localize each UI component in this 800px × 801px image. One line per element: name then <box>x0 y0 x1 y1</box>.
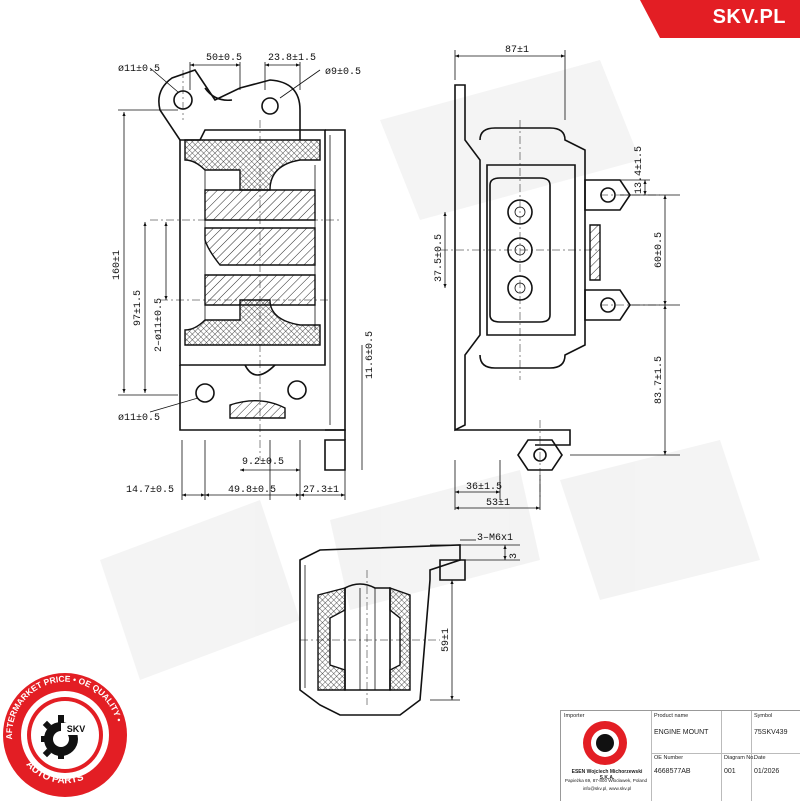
dim-top-offset: 23.8±1.5 <box>268 53 316 64</box>
dim-bottom-right: 27.3±1 <box>303 485 339 496</box>
diagram-no-label: Diagram No. <box>724 755 755 761</box>
product-name: ENGINE MOUNT <box>654 729 709 736</box>
dim-height-c: 60±0.5 <box>654 232 665 268</box>
dim-hole-top-right: ø9±0.5 <box>325 67 361 78</box>
side-view: 87±1 13.4±1.5 37.5±0.5 60±0.5 83.7±1.5 3… <box>434 45 680 510</box>
watermark-logo <box>100 60 760 680</box>
brand-banner <box>640 0 800 38</box>
top-view: 3–M6x1 3 59±1 <box>299 533 520 716</box>
dim-hole-bottom: ø11±0.5 <box>118 413 160 424</box>
dim-flange-height: 11.6±0.5 <box>365 331 376 379</box>
dim-bottom-mid: 49.8±0.5 <box>228 485 276 496</box>
dim-height-a: 13.4±1.5 <box>634 146 645 194</box>
product-name-label: Product name <box>654 713 689 719</box>
diagram-no: 001 <box>724 768 736 775</box>
company-address: Papieżka 69, 87-800 Włocławek, Poland <box>564 778 648 783</box>
oe-number: 4668577AB <box>654 768 691 775</box>
title-block-table: Importer ESEN Wojciech Michorzewski S.K.… <box>560 710 800 801</box>
symbol-label: Symbol <box>754 713 773 719</box>
dim-width-a: 36±1.5 <box>466 482 502 493</box>
dim-bottom-small: 9.2±0.5 <box>242 457 284 468</box>
dim-height-mid: 97±1.5 <box>133 290 144 326</box>
date-value: 01/2026 <box>754 768 780 775</box>
dim-height-b: 37.5±0.5 <box>434 234 445 282</box>
dim-hole-pair: 2–ø11±0.5 <box>154 298 165 352</box>
hole-top-right <box>261 97 279 115</box>
hole-bottom-right <box>287 380 307 400</box>
dim-width-top: 87±1 <box>505 45 529 56</box>
dim-hole-top-left: ø11±0.5 <box>118 64 160 75</box>
dim-small: 3 <box>509 553 520 559</box>
date-label: Date <box>754 755 766 761</box>
dim-width-b: 53±1 <box>486 498 510 509</box>
brand-name[interactable]: SKV.PL <box>712 6 786 28</box>
svg-text:SKV: SKV <box>67 724 86 734</box>
company-name: ESEN Wojciech Michorzewski S.K.A. <box>571 769 643 781</box>
dim-height-total: 160±1 <box>112 250 123 280</box>
dim-height-d: 83.7±1.5 <box>654 356 665 404</box>
dim-thread: 3–M6x1 <box>477 533 513 544</box>
symbol-value: 75SKV439 <box>754 729 788 736</box>
dim-top-view-height: 59±1 <box>441 628 452 652</box>
oe-number-label: OE Number <box>654 755 684 761</box>
front-view: ø11±0.5 50±0.5 23.8±1.5 ø9±0.5 160±1 97±… <box>112 53 376 500</box>
dim-top-width: 50±0.5 <box>206 53 242 64</box>
dim-bottom-left: 14.7±0.5 <box>126 485 174 496</box>
hole-bottom-left <box>195 383 215 403</box>
quality-seal-logo: SKV AFTERMARKET PRICE • OE QUALITY • AUT… <box>3 673 127 797</box>
importer-logo <box>583 721 627 765</box>
importer-label: Importer <box>564 713 585 719</box>
company-contact[interactable]: info@skv.pl, www.skv.pl <box>582 786 632 791</box>
